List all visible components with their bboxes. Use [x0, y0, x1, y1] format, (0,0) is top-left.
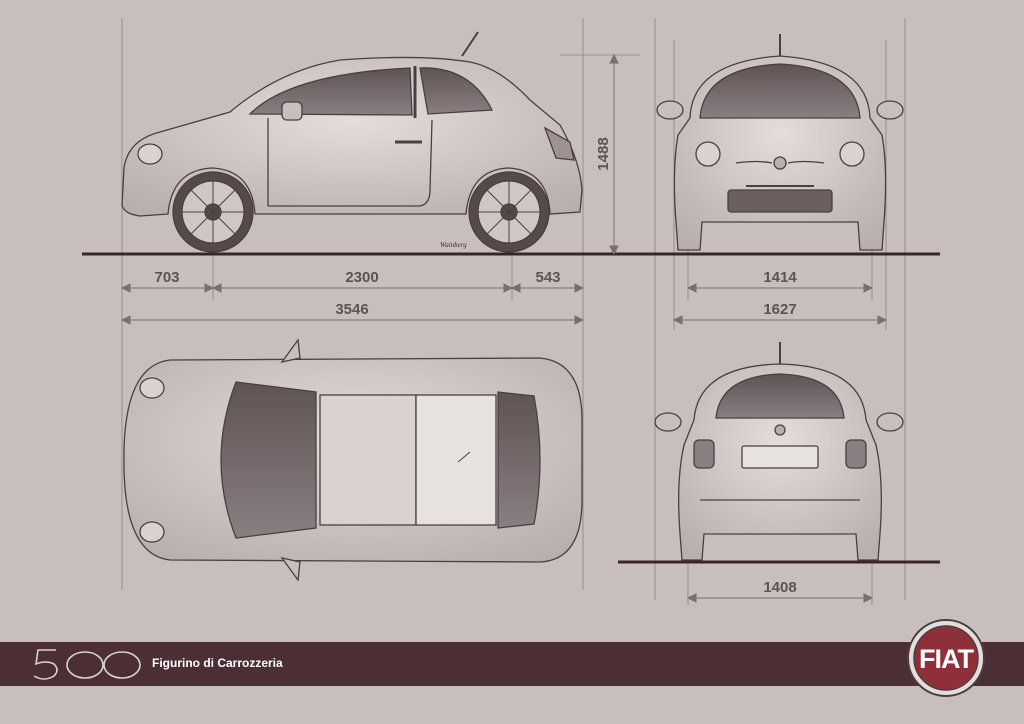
dim-overall-length: 3546	[335, 301, 368, 318]
sheet-title: Figurino di Carrozzeria	[152, 656, 283, 670]
rear-window	[715, 373, 845, 419]
dim-overall-width: 1627	[763, 301, 796, 318]
antenna-side	[461, 31, 479, 57]
sunroof	[319, 394, 417, 526]
dimension-arrows	[120, 53, 888, 603]
rear-view	[654, 342, 904, 561]
windshield	[699, 63, 861, 119]
footer-band	[0, 642, 1024, 686]
front-view	[656, 34, 904, 251]
rear-emblem	[774, 424, 786, 436]
rear-wheel	[468, 171, 550, 253]
taillight-side	[543, 126, 575, 161]
product-500-logo	[33, 649, 141, 680]
dim-rear-overhang: 543	[535, 269, 560, 286]
side-view	[121, 31, 583, 253]
top-mirror-left	[280, 338, 301, 364]
top-windshield	[220, 381, 317, 539]
dim-wheelbase: 2300	[345, 269, 378, 286]
rear-mirror-left	[654, 412, 682, 432]
dim-front-track: 1414	[763, 269, 797, 286]
top-view	[123, 338, 583, 582]
front-mirror-left	[656, 100, 684, 120]
rear-window-top	[497, 391, 541, 529]
license-plate	[741, 445, 819, 469]
headlight-side	[137, 143, 163, 165]
front-mirror-right	[876, 100, 904, 120]
extension-lines	[121, 18, 906, 605]
front-wheel	[172, 171, 254, 253]
roof-panel	[415, 394, 497, 526]
fiat-logo-text: FIAT	[919, 644, 974, 674]
dim-overall-height: 1488	[595, 137, 612, 170]
top-mirror-right	[280, 556, 301, 582]
rear-mirror-right	[876, 412, 904, 432]
headlight-right	[839, 141, 865, 167]
front-grille	[727, 189, 833, 213]
side-mirror	[281, 101, 303, 121]
fiat-logo: FIAT	[907, 619, 985, 697]
dim-rear-track: 1408	[763, 579, 796, 596]
dim-front-overhang: 703	[154, 269, 179, 286]
headlight-left	[695, 141, 721, 167]
designer-signature: Wainberg	[440, 241, 467, 249]
taillight-left	[693, 439, 715, 469]
front-emblem	[773, 156, 787, 170]
side-window-rear	[419, 67, 494, 115]
taillight-right	[845, 439, 867, 469]
